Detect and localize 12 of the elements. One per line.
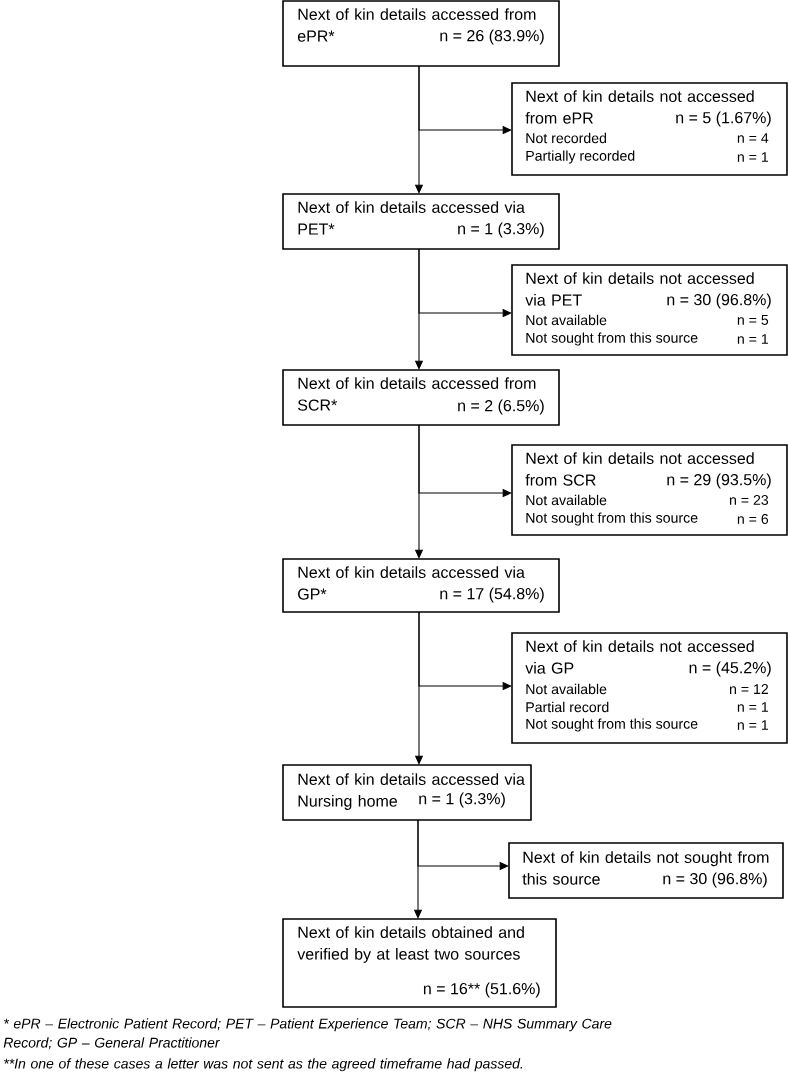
process-box: Next of kin details not accessed from SCR n = 29 (93.5%) Not available n = 23 Not sought from this source n = 6 xyxy=(511,444,788,536)
process-box: Next of kin details accessed from ePR* n = 26 (83.9%) xyxy=(282,0,560,67)
process-box: Next of kin details accessed via GP* n = 17 (54.8%) xyxy=(282,558,560,613)
process-box: Next of kin details not sought from this source n = 30 (96.8%) xyxy=(508,842,784,899)
process-box: Next of kin details obtained and verified by at least two sources n = 16** (51.6%) xyxy=(282,918,557,1008)
process-box: Next of kin details not accessed from ePR n = 5 (1.67%) Not recorded n = 4 Partially recorded n = 1 xyxy=(511,82,788,176)
process-box: Next of kin details not accessed via GP n = (45.2%) Not available n = 12 Partial record n = 1 Not sought from this source n = 1 xyxy=(511,632,788,744)
process-box: Next of kin details accessed from SCR* n = 2 (6.5%) xyxy=(282,369,560,426)
process-box: Next of kin details not accessed via PET n = 30 (96.8%) Not available n = 5 Not sought from this source n = 1 xyxy=(511,264,788,356)
process-box: Next of kin details accessed via Nursing home n = 1 (3.3%) xyxy=(282,764,532,821)
process-box: Next of kin details accessed via PET* n = 1 (3.3%) xyxy=(282,193,560,250)
footnote: **In one of these cases a letter was not sent as the agreed timeframe had passed. xyxy=(4,1058,523,1072)
